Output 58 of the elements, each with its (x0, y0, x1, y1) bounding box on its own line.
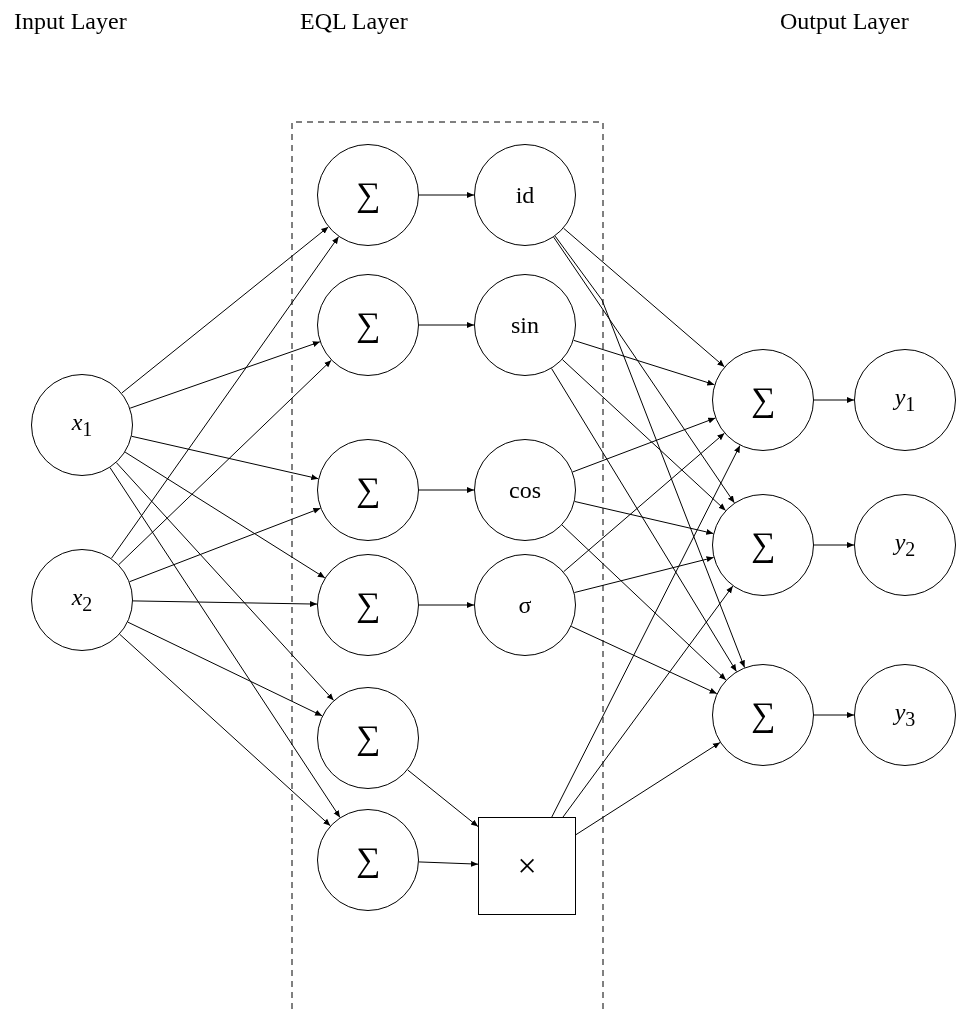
arrow (574, 501, 714, 535)
neuron-circle: ∑ (317, 687, 419, 789)
arrow (118, 359, 332, 566)
neuron-circle: ∑ (317, 439, 419, 541)
arrow (563, 432, 725, 573)
arrow (109, 467, 341, 818)
arrow (813, 542, 855, 548)
arrow (562, 585, 734, 818)
neuron-circle: y$_{3}$ (854, 664, 956, 766)
arrow (418, 322, 475, 328)
arrow (418, 487, 475, 493)
arrow (561, 359, 727, 511)
arrow (573, 339, 715, 386)
arrow (110, 236, 340, 559)
neuron-circle: x$_{2}$ (31, 549, 133, 651)
arrow (813, 397, 855, 403)
neuron-circle: ∑ (712, 349, 814, 451)
layer-title: EQL Layer (300, 8, 408, 35)
arrow (418, 192, 475, 198)
arrow (551, 368, 737, 672)
neuron-circle: y$_{1}$ (854, 349, 956, 451)
neuron-circle: id (474, 144, 576, 246)
arrow (129, 341, 321, 409)
arrow (132, 600, 318, 607)
arrow (124, 451, 326, 579)
arrow (407, 769, 479, 828)
arrow (575, 742, 721, 836)
neuron-circle: ∑ (712, 494, 814, 596)
neuron-circle: cos (474, 439, 576, 541)
arrow (127, 621, 323, 717)
neuron-circle: ∑ (317, 554, 419, 656)
arrow (570, 625, 718, 695)
arrow (418, 602, 475, 608)
neuron-circle: ∑ (317, 809, 419, 911)
neuron-circle: ∑ (317, 274, 419, 376)
neuron-circle: x$_{1}$ (31, 374, 133, 476)
arrow (573, 556, 715, 594)
neuron-circle: ∑ (317, 144, 419, 246)
arrow (418, 860, 479, 867)
arrow (131, 435, 319, 481)
arrow (119, 633, 331, 827)
product-box: × (478, 817, 576, 915)
arrow (554, 235, 746, 668)
arrow (813, 712, 855, 718)
arrow (121, 226, 329, 394)
neuron-circle: ∑ (712, 664, 814, 766)
arrow (561, 524, 727, 681)
neuron-circle: y$_{2}$ (854, 494, 956, 596)
arrow (563, 227, 725, 368)
arrow (129, 507, 321, 583)
neuron-circle: sin (474, 274, 576, 376)
layer-title: Output Layer (780, 8, 909, 35)
arrow (572, 417, 716, 473)
arrow (551, 445, 741, 818)
neuron-circle: σ (474, 554, 576, 656)
arrow (115, 462, 335, 701)
layer-title: Input Layer (14, 8, 127, 35)
arrow (553, 236, 735, 504)
